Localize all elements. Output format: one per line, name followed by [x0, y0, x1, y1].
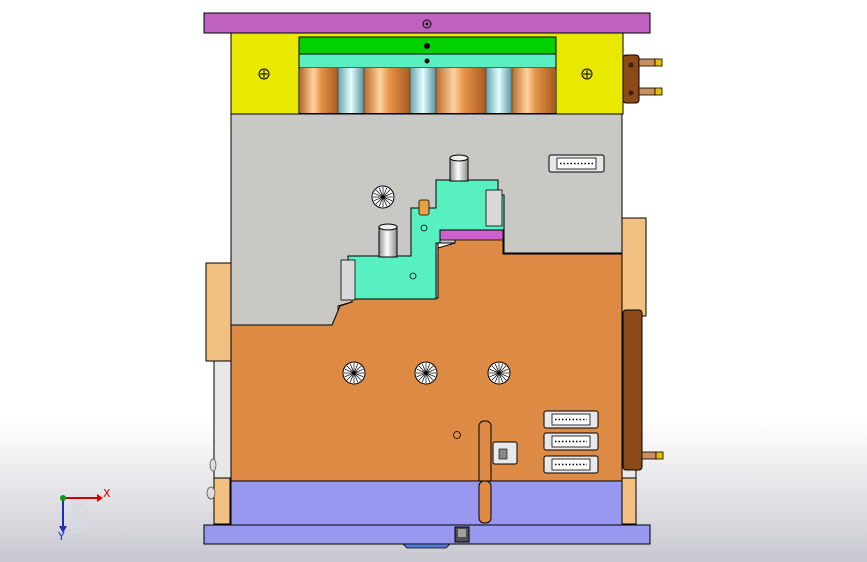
water-fittings-bottom[interactable]: [641, 451, 664, 460]
water-manifold[interactable]: [622, 309, 643, 471]
ejector-rod-bottom[interactable]: [454, 526, 470, 543]
water-fittings-top[interactable]: [622, 54, 663, 104]
parting-strip: [436, 229, 504, 241]
small-hole: [453, 431, 461, 439]
top-clamp-plate[interactable]: [203, 12, 651, 34]
right-side-blocks[interactable]: [621, 217, 647, 525]
vent-fan-2-icon: [414, 361, 438, 385]
guide-pin-upper[interactable]: [449, 154, 469, 182]
screw-left: [258, 68, 270, 80]
x-axis-arrow-icon: [97, 494, 103, 502]
moving-mold-plate[interactable]: [230, 231, 623, 482]
coordinate-triad: [59, 494, 103, 534]
locating-ring: [402, 543, 451, 549]
vent-fan-fixed-icon: [371, 185, 395, 209]
bottom-clamp-plate[interactable]: [203, 480, 651, 545]
triad-y-label: Y: [58, 530, 65, 543]
copper-heater-cylinders[interactable]: [298, 67, 557, 114]
latch-lever-lower: [478, 480, 492, 524]
left-side-blocks[interactable]: [205, 262, 233, 525]
screw-right: [581, 68, 593, 80]
vent-fan-3-icon: [487, 361, 511, 385]
y-axis-dot-icon: [60, 495, 66, 501]
runner-plates[interactable]: [298, 36, 557, 69]
connector-stack[interactable]: [543, 410, 599, 474]
guide-pin-lower[interactable]: [378, 223, 398, 258]
vent-fan-1-icon: [342, 361, 366, 385]
triad-x-label: X: [103, 487, 111, 500]
connector-top[interactable]: [548, 154, 605, 173]
z-axis-arrow-icon: [59, 526, 67, 533]
